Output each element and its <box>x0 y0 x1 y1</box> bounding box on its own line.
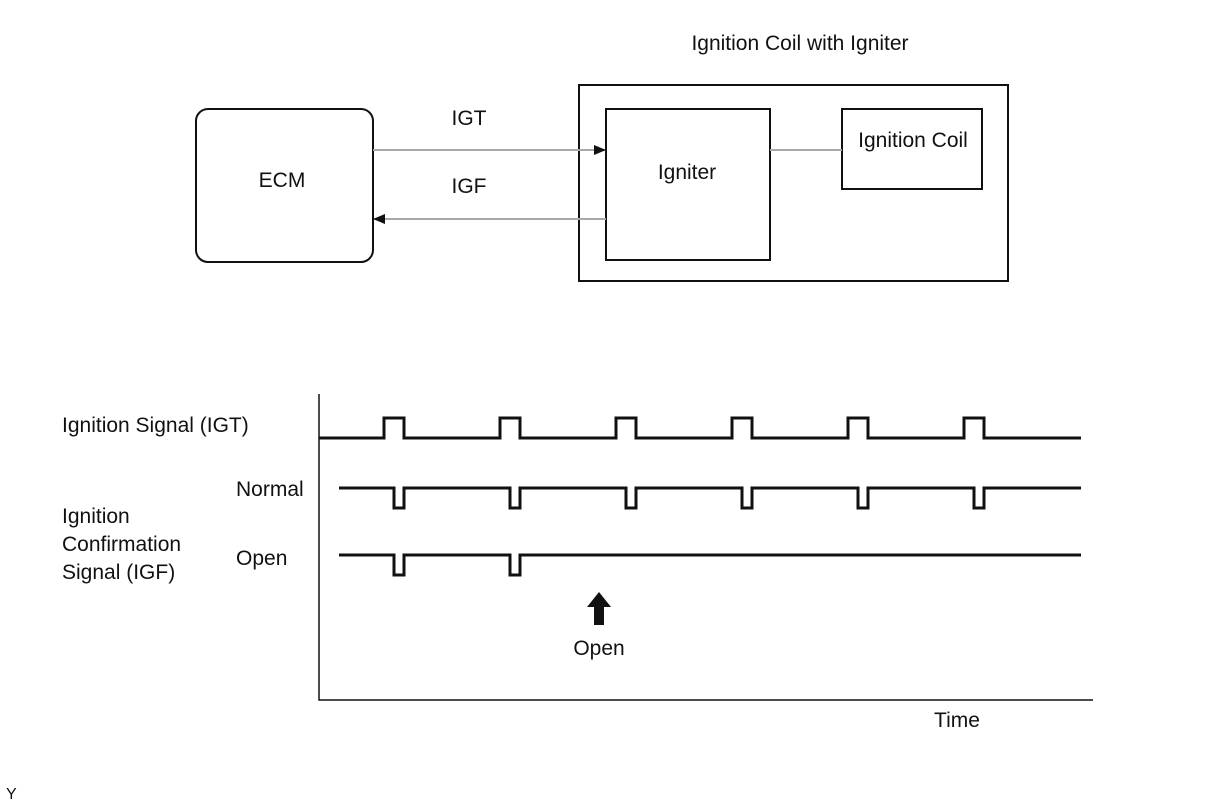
ecm-box <box>195 108 374 263</box>
timing-axes <box>318 394 1093 701</box>
open-label: Open <box>236 547 287 570</box>
igf-signal-label-line-1: Ignition <box>62 505 130 528</box>
igt-label: IGT <box>452 107 487 130</box>
igniter-label: Igniter <box>658 161 716 184</box>
igf-label: IGF <box>452 175 487 198</box>
igf-normal-waveform <box>339 486 1081 510</box>
open-up-arrow-icon <box>587 592 611 625</box>
normal-label: Normal <box>236 478 304 501</box>
corner-mark: Y <box>6 786 17 803</box>
igf-open-waveform <box>339 553 1081 577</box>
igniter-box <box>605 108 771 261</box>
igt-signal-label: Ignition Signal (IGT) <box>62 414 249 437</box>
ecm-label: ECM <box>259 169 306 192</box>
assembly-box <box>578 84 1009 282</box>
ignition-coil-label: Ignition Coil <box>858 129 968 152</box>
assembly-title: Ignition Coil with Igniter <box>691 32 908 55</box>
open-marker-label: Open <box>573 637 624 660</box>
igf-signal-label-line-2: Confirmation <box>62 533 181 556</box>
igt-waveform <box>319 416 1081 440</box>
time-axis-label: Time <box>934 709 980 732</box>
igf-signal-label-line-3: Signal (IGF) <box>62 561 175 584</box>
